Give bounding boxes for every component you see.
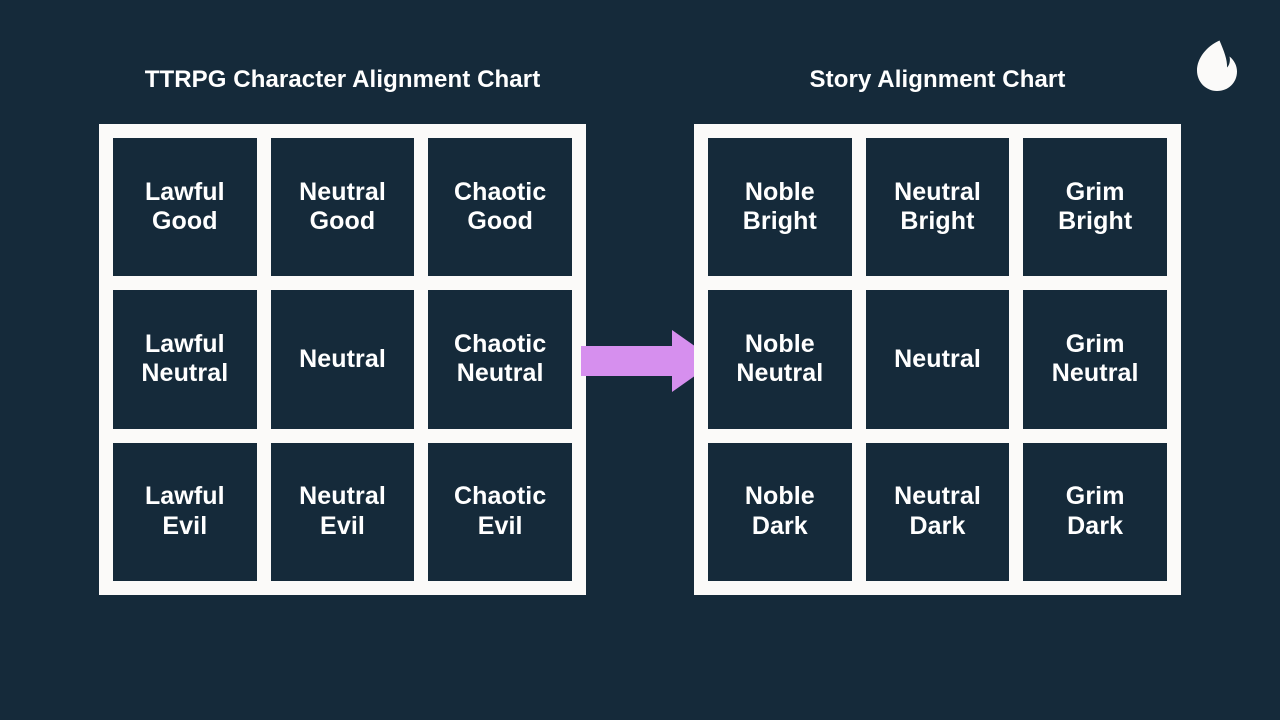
grid-cell[interactable]: Neutral Good (270, 138, 415, 277)
grid-cell[interactable]: Neutral Bright (865, 138, 1010, 277)
grid-cell[interactable]: Chaotic Good (428, 138, 572, 277)
grid-cell-label: Neutral (894, 344, 981, 373)
grid-cell[interactable]: Neutral Dark (865, 442, 1010, 581)
grid-cell[interactable]: Chaotic Evil (428, 442, 572, 581)
grid-cell[interactable]: Grim Neutral (1023, 290, 1167, 429)
grid-cell-label: Noble Bright (742, 177, 817, 236)
page-title-story: Story Alignment Chart (809, 66, 1066, 93)
grid-cell[interactable]: Chaotic Neutral (428, 290, 572, 429)
grid-cell[interactable]: Lawful Good (113, 138, 257, 277)
grid-cell[interactable]: Lawful Evil (113, 442, 257, 581)
grid-cell[interactable]: Neutral (270, 290, 415, 429)
grid-cell[interactable]: Lawful Neutral (113, 290, 257, 429)
chart-block-story: Story Alignment Chart Noble Bright Neutr… (694, 66, 1181, 595)
page-title-ttrpg: TTRPG Character Alignment Chart (144, 66, 541, 93)
alignment-grid-story: Noble Bright Neutral Bright Grim Bright … (694, 124, 1181, 595)
grid-cell-label: Grim Bright (1058, 177, 1133, 236)
grid-cell[interactable]: Grim Dark (1023, 442, 1167, 581)
grid-cell[interactable]: Noble Bright (708, 138, 852, 277)
grid-cell-label: Lawful Evil (144, 482, 225, 540)
grid-cell-label: Grim Dark (1065, 482, 1125, 540)
grid-cell[interactable]: Neutral Evil (270, 442, 415, 581)
grid-cell-label: Neutral Evil (299, 482, 386, 540)
flame-icon (1189, 38, 1241, 94)
grid-cell-label: Chaotic Evil (453, 482, 547, 540)
grid-cell-label: Lawful Good (144, 177, 225, 236)
grid-cell-label: Neutral Bright (894, 177, 981, 236)
arrow-right-icon (581, 330, 716, 392)
grid-cell-label: Neutral (299, 344, 386, 373)
grid-cell[interactable]: Neutral (865, 290, 1010, 429)
grid-cell-label: Lawful Neutral (141, 329, 229, 388)
grid-cell-label: Chaotic Good (453, 177, 547, 236)
grid-cell-label: Grim Neutral (1051, 329, 1139, 388)
grid-cell[interactable]: Grim Bright (1023, 138, 1167, 277)
grid-cell-label: Neutral Good (299, 177, 386, 236)
grid-cell-label: Neutral Dark (894, 482, 981, 540)
grid-cell-label: Noble Dark (744, 482, 815, 540)
grid-cell[interactable]: Noble Neutral (708, 290, 852, 429)
grid-cell-label: Chaotic Neutral (453, 329, 547, 388)
grid-cell-label: Noble Neutral (736, 329, 824, 388)
grid-cell[interactable]: Noble Dark (708, 442, 852, 581)
alignment-grid-ttrpg: Lawful Good Neutral Good Chaotic Good La… (99, 124, 586, 595)
chart-block-ttrpg: TTRPG Character Alignment Chart Lawful G… (99, 66, 586, 595)
